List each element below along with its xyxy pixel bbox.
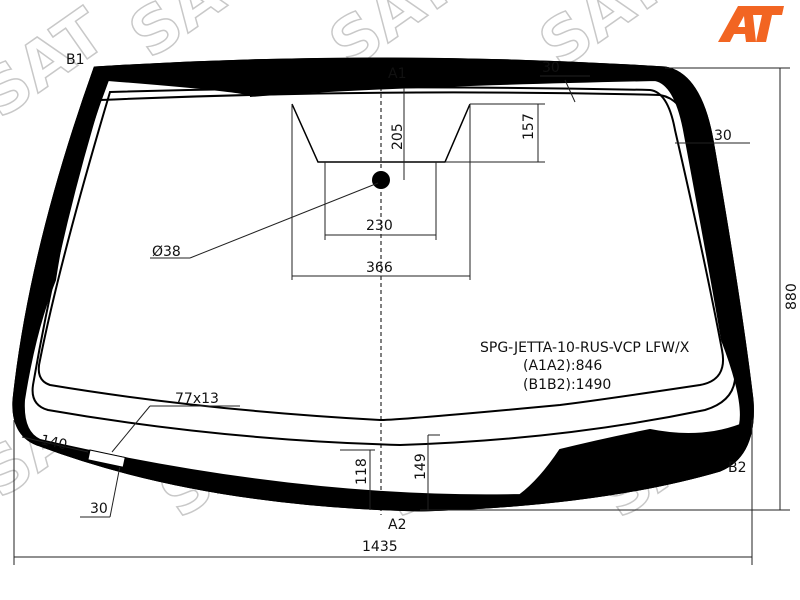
info-a1a2: (A1A2):846 [523,358,602,374]
dim-sensor-outer-width: 366 [366,260,393,276]
dim-sensor-inner-width: 230 [366,218,393,234]
frit-inner-edge [22,78,742,497]
dim-sensor-depth: 157 [521,113,537,140]
label-a1: A1 [388,66,406,82]
dim-right-band: 30 [714,128,732,144]
dim-label-offset-bottom: 30 [90,501,108,517]
dimension-lines [13,67,790,565]
dim-total-width: 1435 [362,539,398,555]
info-code: SPG-JETTA-10-RUS-VCP LFW/X [480,340,690,356]
dim-hole-diameter: Ø38 [152,244,181,260]
dim-bottom-right: 149 [413,453,429,480]
dim-sensor-height: 205 [390,123,406,150]
dim-total-height: 880 [784,283,800,310]
viewing-area [37,86,724,422]
dim-label-size: 77x13 [175,391,219,407]
label-b2: B2 [728,460,747,476]
label-a2: A2 [388,517,406,533]
logo [718,6,784,42]
label-b1: B1 [66,52,85,68]
dim-bottom-left: 118 [354,458,370,485]
inner-print-line [31,91,737,447]
info-b1b2: (B1B2):1490 [523,377,611,393]
label-placement [87,449,126,468]
dim-top-band: 30 [542,60,560,76]
glass-edge [12,57,754,512]
dim-label-offset-side: 140 [39,432,68,453]
